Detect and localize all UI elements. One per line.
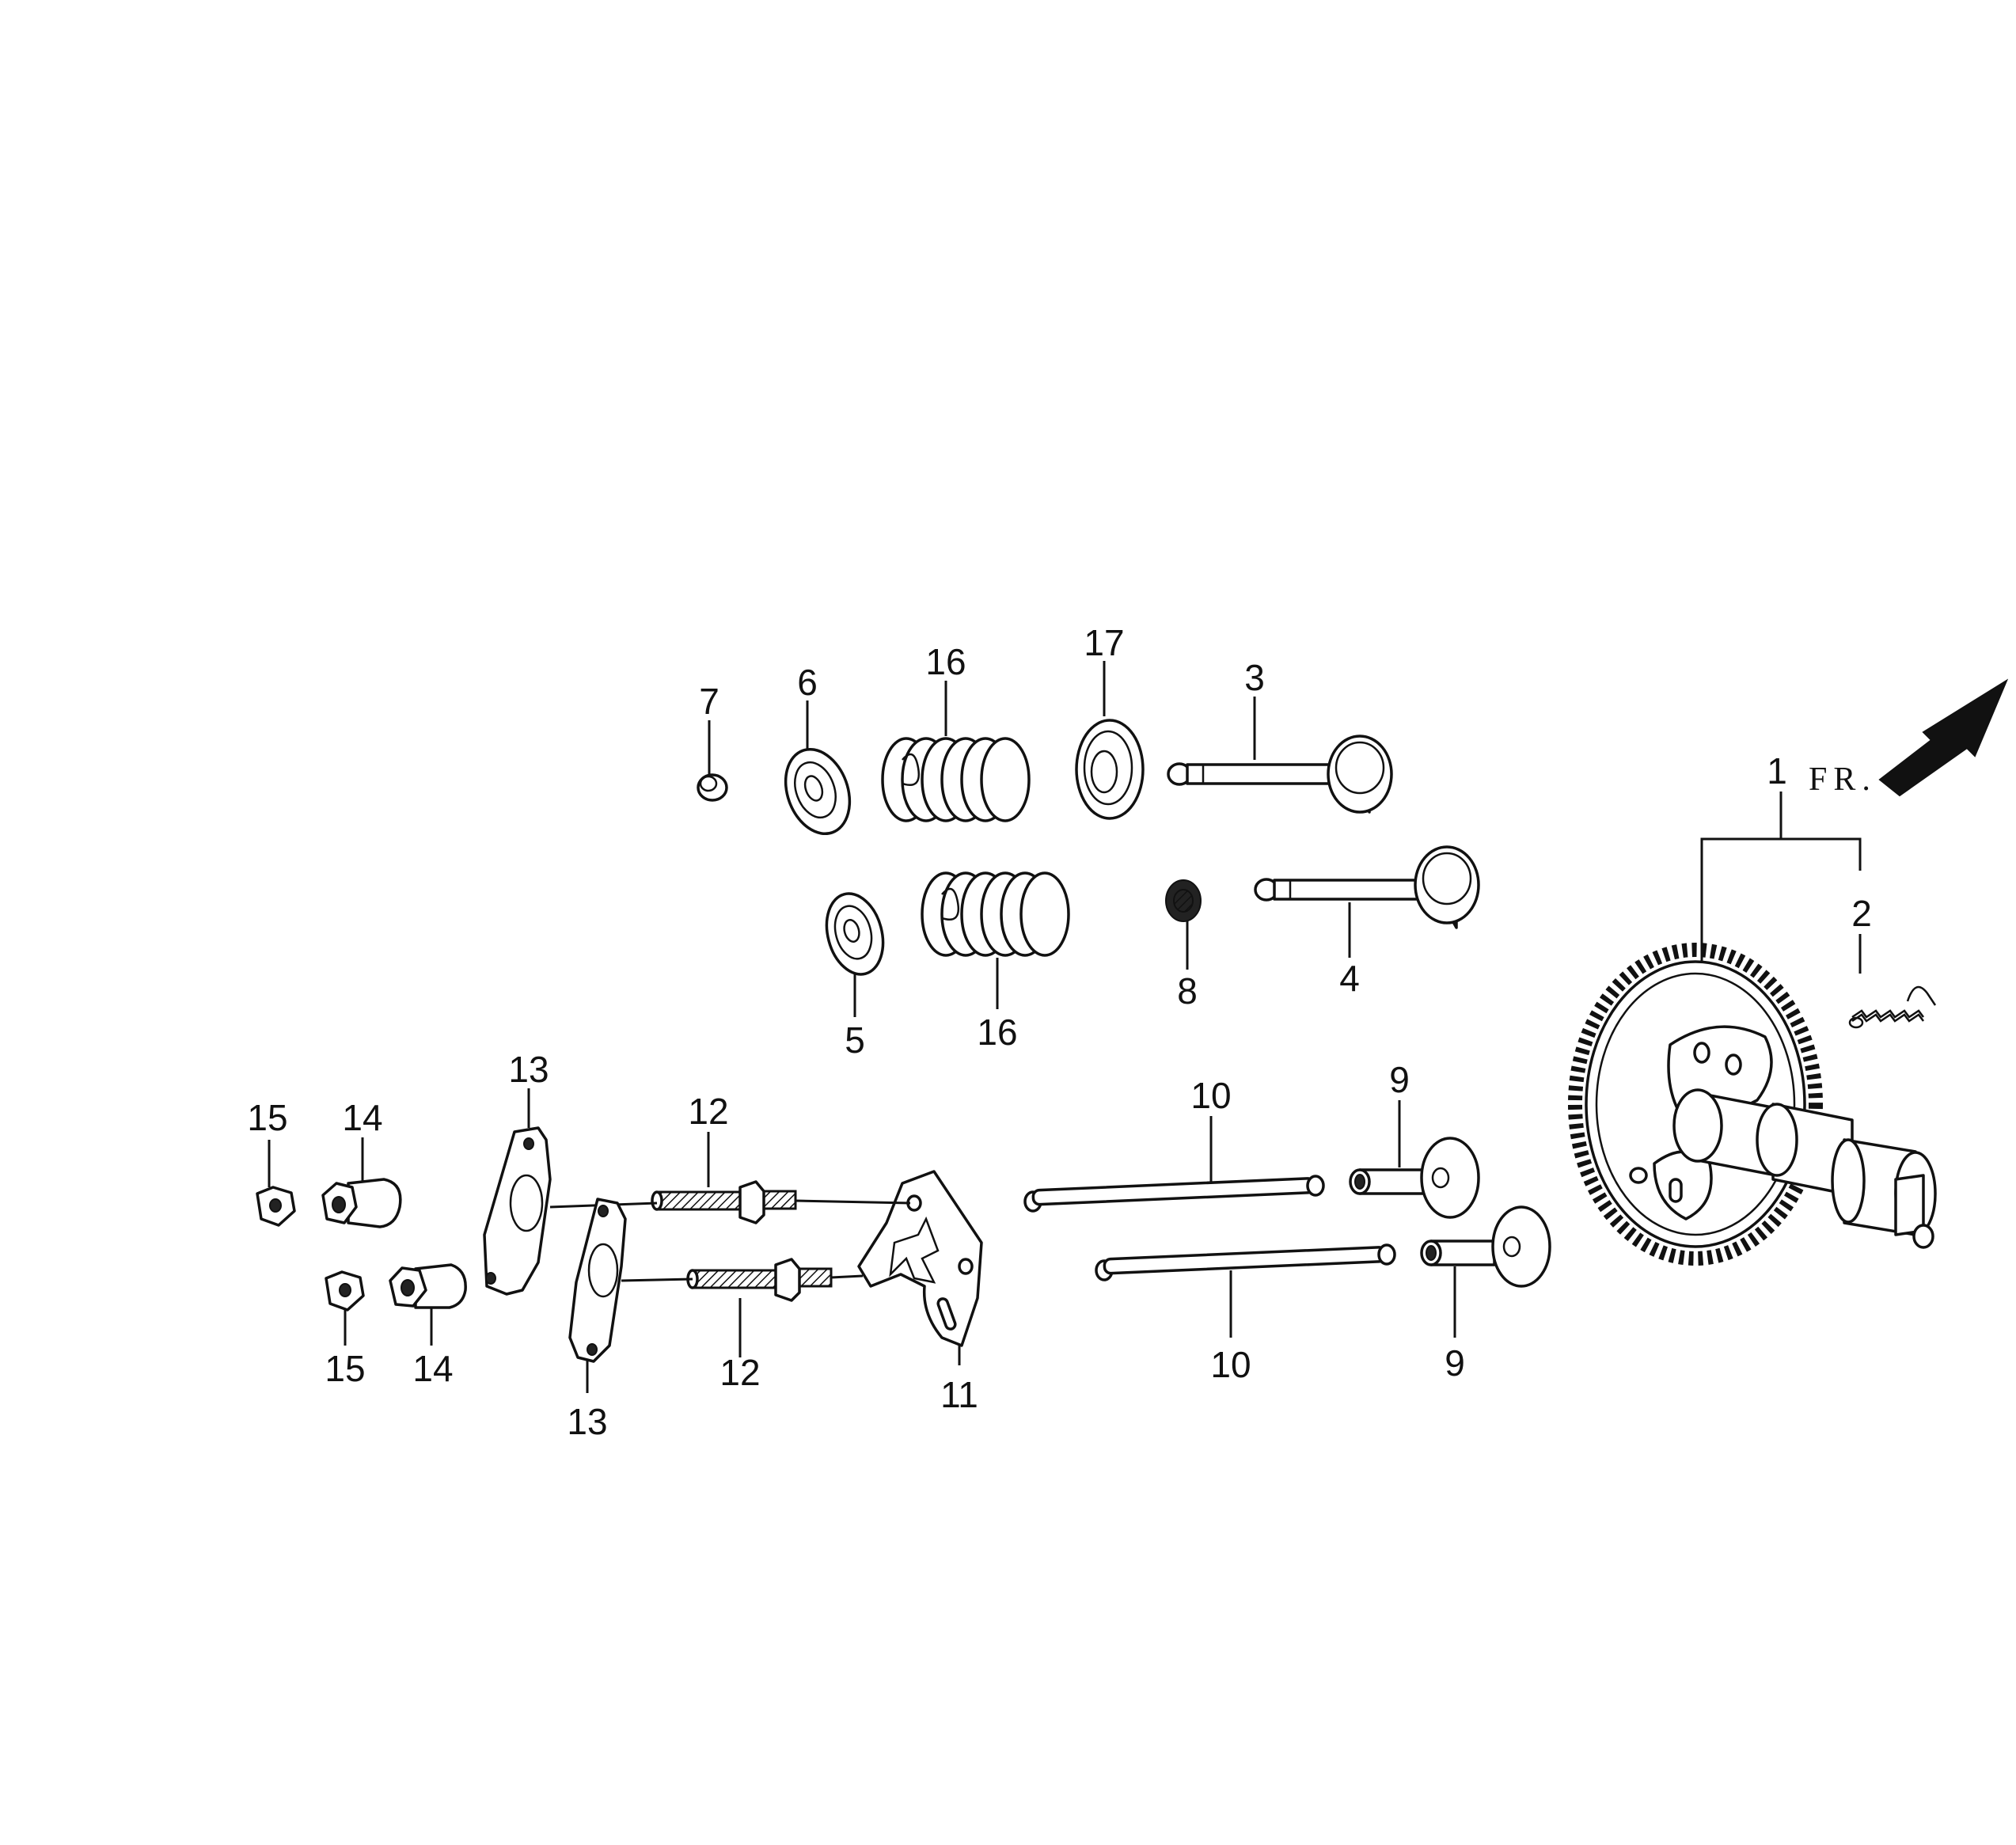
direction-label: FR. <box>1809 761 1877 798</box>
part-14-adjusting-nut-upper: 14 <box>321 1097 402 1228</box>
part-16-valve-spring-lower: 16 <box>921 871 1070 1053</box>
part-6-spring-retainer: 6 <box>784 662 852 836</box>
callout-9-upper: 9 <box>1389 1059 1410 1100</box>
part-7-cotter: 7 <box>697 681 728 802</box>
part-16-valve-spring-upper: 16 <box>881 641 1031 822</box>
part-1-camshaft <box>1568 943 1937 1266</box>
front-direction-indicator: FR. <box>1809 678 2009 798</box>
callout-6: 6 <box>797 662 818 703</box>
part-14-adjusting-nut-lower: 14 <box>389 1263 467 1389</box>
part-13-rocker-arm-lower: 13 <box>567 1198 693 1442</box>
part-4-valve: 4 <box>1254 845 1480 999</box>
callout-8: 8 <box>1177 970 1198 1012</box>
part-12-pivot-stud-lower: 12 <box>686 1258 864 1393</box>
callout-16-upper: 16 <box>925 641 966 682</box>
callout-13-upper: 13 <box>508 1049 549 1090</box>
part-12-pivot-stud-upper: 12 <box>651 1091 911 1224</box>
part-5-retainer-lower: 5 <box>825 892 885 1061</box>
callout-14-upper: 14 <box>342 1097 382 1138</box>
callout-7: 7 <box>699 681 719 722</box>
callout-15-upper: 15 <box>247 1097 287 1138</box>
callout-12-upper: 12 <box>688 1091 728 1132</box>
part-17-valve-retainer: 17 <box>1075 622 1145 820</box>
callout-10-upper: 10 <box>1190 1075 1231 1116</box>
part-3-valve: 3 <box>1167 657 1393 814</box>
callout-3: 3 <box>1244 657 1265 698</box>
callout-12-lower: 12 <box>719 1352 760 1393</box>
part-15-lock-nut-lower: 15 <box>325 1270 366 1389</box>
part-10-push-rod-lower: 10 <box>1095 1243 1396 1385</box>
callout-15-lower: 15 <box>325 1348 365 1389</box>
callout-4: 4 <box>1339 958 1360 999</box>
part-10-push-rod-upper: 10 <box>1023 1075 1325 1213</box>
front-arrow-icon <box>1878 678 2009 797</box>
part-1-2-bracket: 1 2 <box>1700 750 1872 974</box>
callout-17: 17 <box>1084 622 1124 663</box>
callout-16-lower: 16 <box>977 1012 1017 1053</box>
part-8-stem-seal: 8 <box>1165 879 1202 1012</box>
callout-1: 1 <box>1767 750 1787 792</box>
part-9-tappet-upper: 9 <box>1349 1059 1480 1219</box>
part-2-spring <box>1848 985 1937 1029</box>
callout-11: 11 <box>940 1374 978 1415</box>
callout-13-lower: 13 <box>567 1401 607 1442</box>
part-11-guide-plate: 11 <box>857 1170 983 1415</box>
part-15-lock-nut-upper: 15 <box>247 1097 296 1227</box>
part-9-tappet-lower: 9 <box>1420 1205 1551 1384</box>
callout-10-lower: 10 <box>1210 1344 1251 1385</box>
callout-5: 5 <box>845 1019 865 1061</box>
callout-9-lower: 9 <box>1445 1342 1465 1384</box>
callout-2: 2 <box>1851 893 1872 934</box>
part-13-rocker-arm-upper: 13 <box>483 1049 658 1296</box>
callout-14-lower: 14 <box>412 1348 453 1389</box>
